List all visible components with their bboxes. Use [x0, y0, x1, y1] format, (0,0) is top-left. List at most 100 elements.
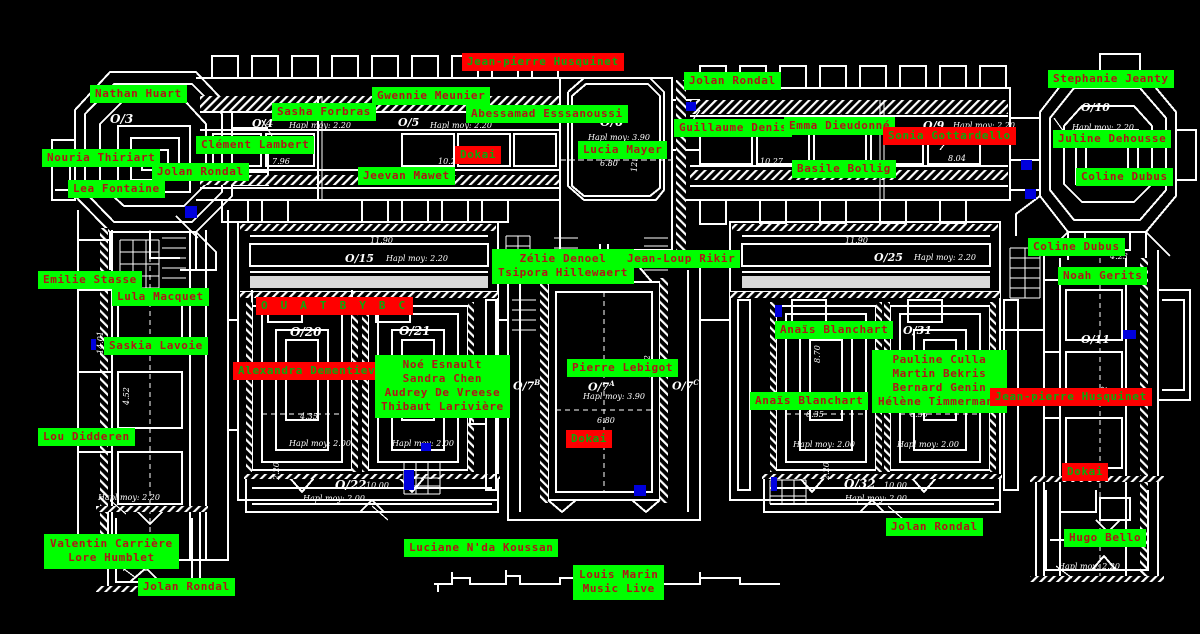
name-label[interactable]: Stephanie Jeanty: [1048, 70, 1174, 88]
dimension-text: 11.90: [845, 236, 868, 245]
dimension-text: 10.27: [760, 157, 783, 166]
name-label[interactable]: Anaïs Blanchart: [750, 392, 869, 410]
room-code-suffix: C: [693, 378, 699, 387]
name-label[interactable]: Luciane N'da Koussan: [404, 539, 559, 557]
name-label[interactable]: Coline Dubus: [1028, 238, 1125, 256]
dimension-text: Hapl moy: 2.20: [98, 493, 160, 502]
name-label[interactable]: Jean-pierre Husquinet: [462, 53, 624, 71]
blue-marker[interactable]: [1025, 189, 1036, 199]
name-label[interactable]: Nouria Thiriart: [42, 149, 161, 167]
name-label[interactable]: Abessamad Esssanoussi: [466, 105, 628, 123]
name-label[interactable]: Jean-Loup Rikir: [622, 250, 741, 268]
dimension-text: 7.96: [272, 157, 290, 166]
dimension-text: Hapl moy: 2.00: [897, 440, 959, 449]
name-label[interactable]: Jean-pierre Husquinet: [990, 388, 1152, 406]
room-code: O/32: [844, 477, 876, 491]
dimension-text: 11.90: [370, 236, 393, 245]
name-label[interactable]: Hugo Bello: [1064, 529, 1147, 547]
room-code: O/10: [1081, 101, 1110, 114]
name-label[interactable]: O U A T B Y B C: [256, 297, 414, 315]
blue-marker[interactable]: [1123, 330, 1136, 339]
name-label[interactable]: Noah Gerits: [1058, 267, 1148, 285]
name-label[interactable]: Louis Marin Music Live: [573, 565, 665, 600]
name-label[interactable]: Dokai: [566, 430, 613, 448]
blue-marker[interactable]: [404, 470, 414, 490]
dimension-text: 2.20: [272, 462, 281, 480]
name-label[interactable]: Jolan Rondal: [138, 578, 235, 596]
name-label[interactable]: Clément Lambert: [196, 136, 315, 154]
name-label[interactable]: Pauline Culla Martin Bekris Bernard Geni…: [872, 350, 1007, 413]
name-label[interactable]: Lea Fontaine: [68, 180, 165, 198]
name-label[interactable]: Zélie Denoel Tsipora Hillewaert: [492, 249, 635, 284]
blue-marker[interactable]: [421, 443, 431, 451]
name-label[interactable]: Nathan Huart: [90, 85, 187, 103]
dimension-text: Hapl moy: 2.00: [289, 439, 351, 448]
dimension-text: 8.04: [948, 154, 966, 163]
dimension-text: Hapl moy: 2.20: [1072, 123, 1134, 132]
dimension-text: 6.35: [806, 410, 824, 419]
name-label[interactable]: Dokai: [455, 146, 502, 164]
name-label[interactable]: Lucia Mayer: [578, 141, 668, 159]
dimension-text: 4.23: [1110, 252, 1128, 261]
dimension-text: 4.35: [300, 412, 318, 421]
dimension-text: 10.00: [366, 481, 389, 490]
dimension-text: Hapl moy: 2.20: [1058, 562, 1120, 571]
name-label[interactable]: Guillaume Denis: [674, 119, 793, 137]
name-label[interactable]: Lou Didderen: [38, 428, 135, 446]
name-label[interactable]: Dokai: [1062, 463, 1109, 481]
dimension-text: 6.80: [600, 159, 618, 168]
blue-marker[interactable]: [185, 206, 197, 218]
name-label[interactable]: Emilie Stasse: [38, 271, 142, 289]
room-code: O/22: [335, 478, 367, 492]
dimension-text: Hapl moy: 2.20: [953, 121, 1015, 130]
blue-marker[interactable]: [634, 485, 646, 496]
room-code: O/31: [903, 324, 932, 337]
dimension-text: Hapl moy: 2.00: [303, 494, 365, 503]
room-code: O/3: [110, 112, 134, 126]
name-label[interactable]: Pierre Lebigot: [567, 359, 679, 377]
room-code: O/11: [1081, 333, 1110, 346]
dimension-text: Hapl moy: 2.20: [914, 253, 976, 262]
name-label[interactable]: Gwennie Meunier: [372, 87, 491, 105]
blue-marker[interactable]: [1021, 160, 1032, 170]
room-code: O/21: [399, 324, 431, 338]
room-code-suffix: A: [609, 379, 615, 388]
name-label[interactable]: Anaïs Blanchart: [775, 321, 894, 339]
dimension-text: 2.20: [822, 462, 831, 480]
room-code: O/4: [252, 117, 274, 130]
dimension-text: 6.35: [910, 410, 928, 419]
name-label[interactable]: Valentin Carrière Lore Humblet: [44, 534, 179, 569]
blue-marker[interactable]: [771, 477, 777, 491]
dimension-text: Hapl moy: 3.90: [583, 392, 645, 401]
blue-marker[interactable]: [686, 102, 696, 111]
name-label[interactable]: Noé Esnault Sandra Chen Audrey De Vreese…: [375, 355, 510, 418]
dimension-text: 10.00: [884, 481, 907, 490]
name-label[interactable]: Coline Dubus: [1076, 168, 1173, 186]
name-label[interactable]: Saskia Lavoie: [104, 337, 208, 355]
name-label[interactable]: Jeevan Mawet: [358, 167, 455, 185]
name-label[interactable]: Sonia Gottardello: [883, 127, 1016, 145]
name-label[interactable]: Sasha Forbras: [272, 103, 376, 121]
dimension-text: 10.27: [438, 157, 461, 166]
dimension-text: 4.52: [122, 387, 131, 405]
dimension-text: 8.70: [813, 345, 822, 363]
room-code: O/15: [345, 252, 374, 265]
dimension-text: Hapl moy: 2.20: [430, 121, 492, 130]
name-label[interactable]: Jolan Rondal: [684, 72, 781, 90]
name-label[interactable]: Emma Dieudonné: [784, 117, 896, 135]
name-label[interactable]: Lula Macquet: [112, 288, 209, 306]
name-label[interactable]: Jolan Rondal: [152, 163, 249, 181]
blue-marker[interactable]: [775, 305, 782, 317]
dimension-text: 6.80: [597, 416, 615, 425]
room-code-suffix: B: [534, 378, 541, 387]
room-code: O/7A: [588, 379, 615, 394]
name-label[interactable]: Alexandra Dementieva: [233, 362, 388, 380]
name-label[interactable]: Juline Dehousse: [1053, 130, 1172, 148]
room-code: O/20: [290, 325, 322, 339]
name-label[interactable]: Basile Bollig: [792, 160, 896, 178]
name-label[interactable]: Jolan Rondal: [886, 518, 983, 536]
dimension-text: Hapl moy: 3.90: [588, 133, 650, 142]
blue-marker[interactable]: [91, 339, 96, 350]
room-code: O/7B: [513, 378, 541, 393]
